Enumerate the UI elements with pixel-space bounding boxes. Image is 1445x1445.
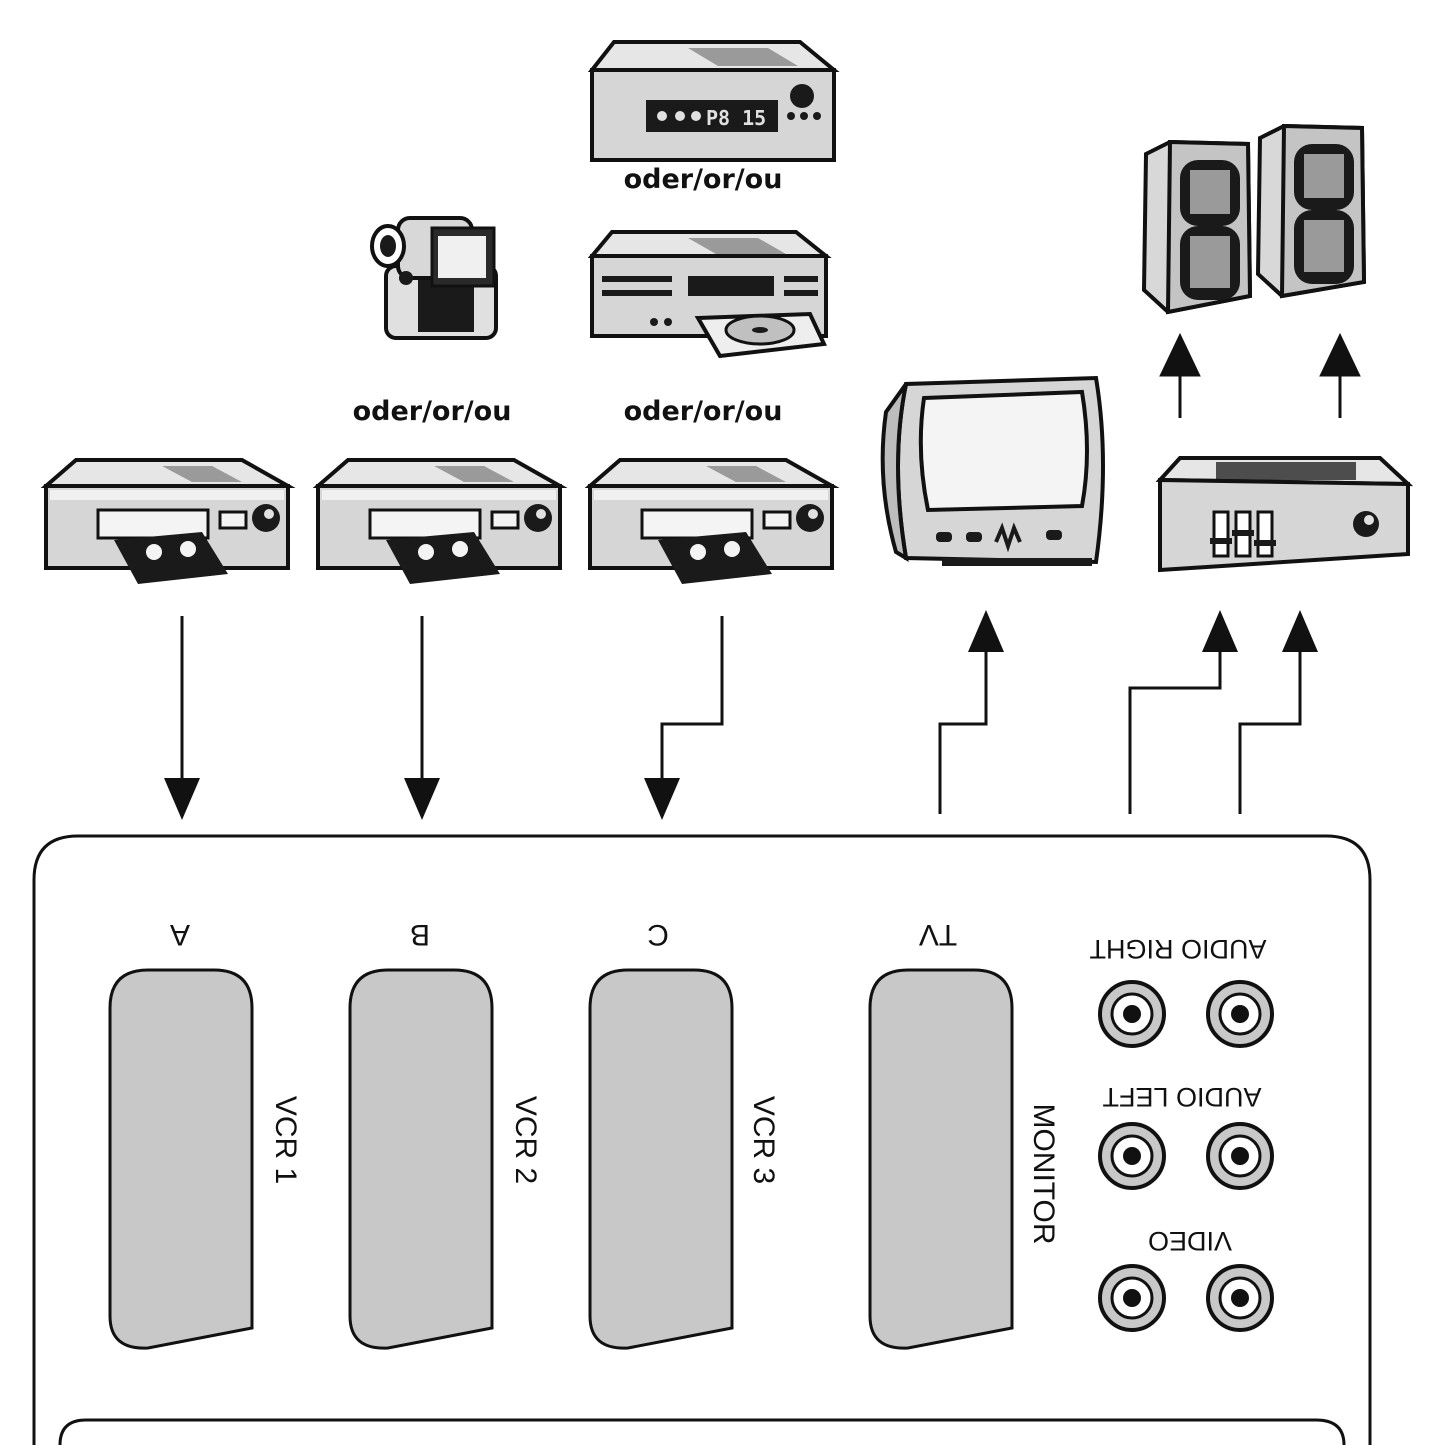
rca-jacks (1098, 980, 1274, 1332)
rca-jack-icon[interactable] (1206, 1264, 1274, 1332)
rca-jack-icon[interactable] (1098, 980, 1166, 1048)
port-label-a: A (170, 918, 190, 951)
scart-slot-icon[interactable] (348, 968, 494, 1350)
or-label-dvd: oder/or/ou (624, 396, 783, 427)
rca-jack-icon[interactable] (1098, 1264, 1166, 1332)
amplifier-icon (1155, 456, 1414, 573)
arrowheads (164, 610, 1318, 820)
port-label-monitor: MONITOR (1027, 1103, 1060, 1244)
jack-label-audio-right: AUDIO RIGHT (1089, 934, 1266, 964)
camcorder-icon (370, 216, 498, 340)
scart-slot-icon[interactable] (868, 968, 1014, 1350)
or-label-camcorder: oder/or/ou (353, 396, 512, 427)
dvd-player-icon (587, 230, 832, 359)
vcr-icon (44, 458, 290, 586)
jack-label-video: VIDEO (1148, 1226, 1232, 1256)
tv-icon (880, 375, 1105, 566)
rca-jack-icon[interactable] (1206, 980, 1274, 1048)
vcr-icon (316, 458, 562, 586)
port-label-tv: TV (919, 918, 957, 951)
port-label-vcr1: VCR 1 (269, 1096, 302, 1184)
port-label-vcr2: VCR 2 (509, 1096, 542, 1184)
panel-bottom-edge (58, 1418, 1346, 1445)
speaker-icon (1255, 123, 1367, 299)
rca-jack-icon[interactable] (1206, 1122, 1274, 1190)
speaker-icon (1141, 139, 1253, 315)
svg-text:P8 15: P8 15 (706, 106, 766, 130)
vcr-icon (588, 458, 834, 586)
scart-slot-icon[interactable] (108, 968, 254, 1350)
connection-lines (180, 616, 1302, 814)
receiver-icon: P8 15 (587, 40, 840, 162)
port-label-c: C (647, 918, 669, 951)
rca-jack-icon[interactable] (1098, 1122, 1166, 1190)
port-label-b: B (410, 918, 430, 951)
or-label-top: oder/or/ou (624, 164, 783, 195)
scart-slot-icon[interactable] (588, 968, 734, 1350)
jack-label-audio-left: AUDIO LEFT (1102, 1082, 1261, 1112)
speaker-arrows (1159, 332, 1361, 418)
port-label-vcr3: VCR 3 (747, 1096, 780, 1184)
